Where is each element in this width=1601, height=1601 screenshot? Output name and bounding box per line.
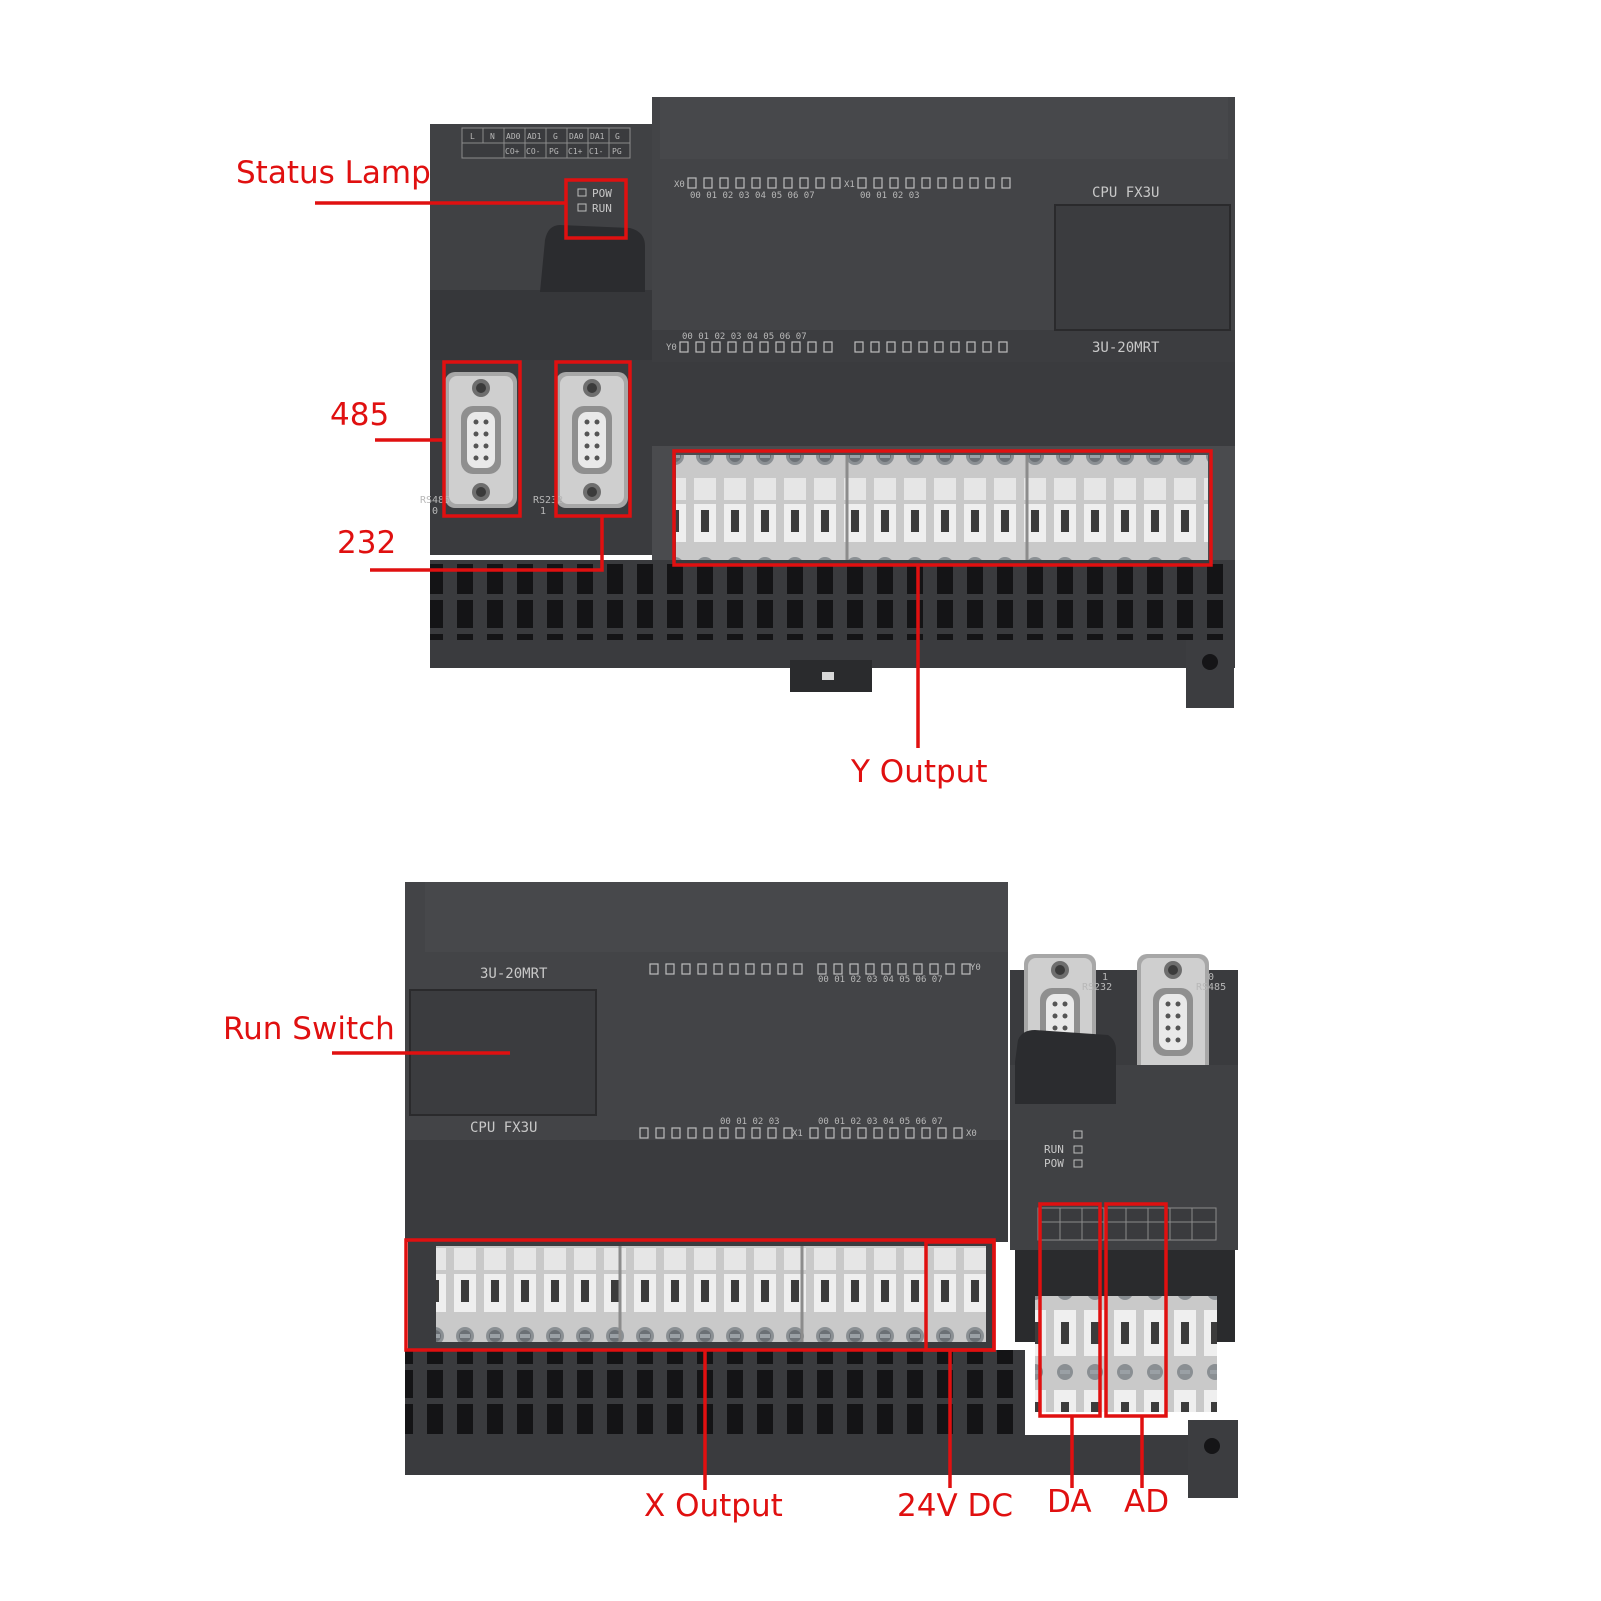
- x0-nums-top: 00 01 02 03 04 05 06 07: [690, 191, 815, 201]
- rs232-num: 1: [540, 506, 546, 517]
- status-lamp-box: [564, 178, 628, 240]
- y0-label-top: Y0: [666, 343, 677, 353]
- label-run-switch: Run Switch: [223, 1011, 395, 1047]
- y-output-box: [672, 449, 1213, 567]
- x1-label-top: X1: [844, 180, 855, 190]
- plc-bottom-view: 3U-20MRT CPU FX3U Y0 00 01 02 03 04 05 0…: [405, 882, 1238, 1498]
- label-status-lamp: Status Lamp: [236, 155, 431, 191]
- y-output-terminals: [676, 455, 1208, 560]
- vent-grille-bottom: [405, 1350, 1025, 1435]
- rs485-connector: [445, 372, 517, 508]
- label-da: DA: [1047, 1484, 1092, 1520]
- led-label-run-bottom: RUN: [1044, 1143, 1064, 1156]
- callout-graphics: [315, 178, 1213, 1490]
- model-label-bottom: CPU FX3U: [470, 1120, 537, 1136]
- term-label: C1+: [568, 147, 583, 156]
- term-label: PG: [549, 147, 559, 156]
- x1-label-bottom: X1: [792, 1129, 803, 1139]
- label-232: 232: [337, 525, 397, 561]
- term-label: DA1: [590, 132, 605, 141]
- led-label-pow: POW: [592, 187, 612, 200]
- dc24v-box: [924, 1240, 996, 1352]
- rs232-connector: [556, 372, 628, 508]
- mount-foot-bottom: [1188, 1420, 1238, 1498]
- ad-box: [1104, 1202, 1168, 1418]
- term-label: CO+: [505, 147, 520, 156]
- rs485-label: RS485: [420, 495, 450, 506]
- comm-cover-tab-bottom: [1015, 1030, 1116, 1104]
- da-ad-terminals: [1035, 1296, 1217, 1412]
- port-232-leader: [370, 516, 604, 572]
- led-label-pow-bottom: POW: [1044, 1157, 1064, 1170]
- term-label: AD0: [506, 132, 521, 141]
- x1-nums-bottom: 00 01 02 03: [720, 1117, 780, 1127]
- term-label: PG: [612, 147, 622, 156]
- rs232-label-bottom: RS232: [1082, 982, 1112, 993]
- da-box: [1038, 1202, 1102, 1418]
- plc-top-view: L N AD0 AD1 G DA0 DA1 G CO+ CO- PG C1+ C…: [420, 97, 1235, 708]
- terminal-label-strip-bottom: [1037, 1207, 1217, 1241]
- term-label: AD1: [527, 132, 542, 141]
- term-label: N: [490, 132, 495, 141]
- terminal-label-strip: L N AD0 AD1 G DA0 DA1 G CO+ CO- PG C1+ C…: [461, 127, 631, 159]
- label-ad: AD: [1124, 1484, 1170, 1520]
- x1-nums-top: 00 01 02 03: [860, 191, 920, 201]
- part-label-top: 3U-20MRT: [1092, 340, 1160, 356]
- term-label: DA0: [569, 132, 584, 141]
- y0-label-bottom: Y0: [970, 963, 981, 973]
- x0-label-top: X0: [674, 180, 685, 190]
- port-232-box: [554, 360, 632, 518]
- led-label-run: RUN: [592, 202, 612, 215]
- mount-foot-top: [1186, 640, 1234, 708]
- x0-nums-bottom: 00 01 02 03 04 05 06 07: [818, 1117, 943, 1127]
- status-leds-bottom: RUN POW: [1044, 1130, 1083, 1170]
- comm-cover-tab: [540, 225, 645, 292]
- label-485: 485: [330, 397, 390, 433]
- part-label-bottom: 3U-20MRT: [480, 966, 548, 982]
- label-24v-dc: 24V DC: [897, 1488, 1014, 1524]
- y0-nums-bottom: 00 01 02 03 04 05 06 07: [818, 975, 943, 985]
- rs232-label: RS232: [533, 495, 563, 506]
- term-label: CO-: [526, 147, 540, 156]
- term-label: G: [615, 132, 620, 141]
- term-label: L: [470, 132, 475, 141]
- term-label: G: [553, 132, 558, 141]
- vent-grille-top: [430, 560, 1235, 645]
- rs485-num-bottom: 0: [1208, 972, 1214, 983]
- y0-nums-top: 00 01 02 03 04 05 06 07: [682, 332, 807, 342]
- label-y-output: Y Output: [851, 754, 988, 790]
- run-switch-door-top: [1054, 204, 1231, 331]
- x0-label-bottom: X0: [966, 1129, 977, 1139]
- rs232-num-bottom: 1: [1102, 972, 1108, 983]
- rs485-num: 0: [432, 506, 438, 517]
- model-label-top: CPU FX3U: [1092, 185, 1159, 201]
- status-leds-top: POW RUN: [577, 187, 612, 215]
- term-label: C1-: [589, 147, 603, 156]
- rs485-label-bottom: RS485: [1196, 982, 1226, 993]
- label-x-output: X Output: [644, 1488, 783, 1524]
